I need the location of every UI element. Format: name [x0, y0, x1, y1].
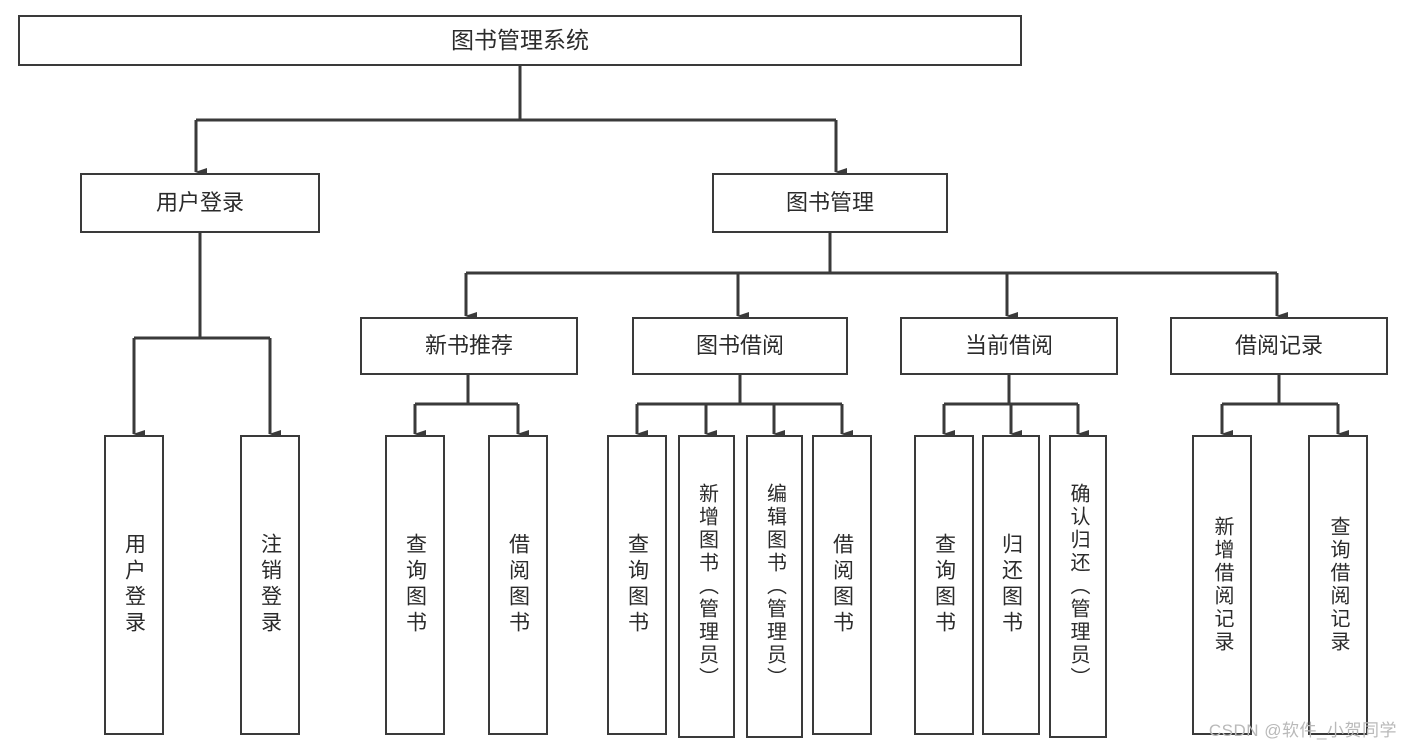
leaf-query-borrow-record[interactable]: 查询借阅记录 [1308, 435, 1368, 735]
node-label: 确认归还（管理员） [1067, 483, 1089, 690]
leaf-logout[interactable]: 注销登录 [240, 435, 300, 735]
leaf-query-book-borrow[interactable]: 查询图书 [607, 435, 667, 735]
node-borrow-record[interactable]: 借阅记录 [1170, 317, 1388, 375]
node-label: 用户登录 [122, 533, 146, 637]
leaf-query-book-current[interactable]: 查询图书 [914, 435, 974, 735]
node-root[interactable]: 图书管理系统 [18, 15, 1022, 66]
node-label: 注销登录 [258, 533, 282, 637]
node-label: 编辑图书（管理员） [763, 483, 786, 690]
node-label: 图书管理系统 [451, 26, 589, 53]
leaf-query-book-recommend[interactable]: 查询图书 [385, 435, 445, 735]
node-new-book-recommend[interactable]: 新书推荐 [360, 317, 578, 375]
leaf-confirm-return-admin[interactable]: 确认归还（管理员） [1049, 435, 1107, 738]
node-user-login[interactable]: 用户登录 [80, 173, 320, 233]
node-label: 图书管理 [785, 190, 874, 216]
node-current-borrow[interactable]: 当前借阅 [900, 317, 1118, 375]
leaf-add-borrow-record[interactable]: 新增借阅记录 [1192, 435, 1252, 735]
node-label: 当前借阅 [964, 333, 1053, 359]
node-label: 查询图书 [932, 533, 956, 637]
node-label: 归还图书 [999, 533, 1023, 637]
leaf-edit-book-admin[interactable]: 编辑图书（管理员） [746, 435, 803, 738]
leaf-return-book[interactable]: 归还图书 [982, 435, 1040, 735]
leaf-add-book-admin[interactable]: 新增图书（管理员） [678, 435, 735, 738]
leaf-borrow-book-recommend[interactable]: 借阅图书 [488, 435, 548, 735]
leaf-borrow-book[interactable]: 借阅图书 [812, 435, 872, 735]
leaf-user-login[interactable]: 用户登录 [104, 435, 164, 735]
node-book-management[interactable]: 图书管理 [712, 173, 948, 233]
node-label: 新书推荐 [424, 333, 513, 359]
node-label: 借阅记录 [1234, 333, 1323, 359]
node-label: 新增图书（管理员） [695, 483, 718, 690]
node-label: 借阅图书 [506, 533, 530, 637]
node-label: 新增借阅记录 [1211, 516, 1233, 654]
node-label: 用户登录 [155, 190, 244, 216]
node-label: 查询图书 [625, 533, 649, 637]
node-label: 查询借阅记录 [1327, 516, 1349, 654]
node-label: 查询图书 [403, 533, 427, 637]
node-book-borrow[interactable]: 图书借阅 [632, 317, 848, 375]
node-label: 借阅图书 [830, 533, 854, 637]
node-label: 图书借阅 [695, 333, 784, 359]
